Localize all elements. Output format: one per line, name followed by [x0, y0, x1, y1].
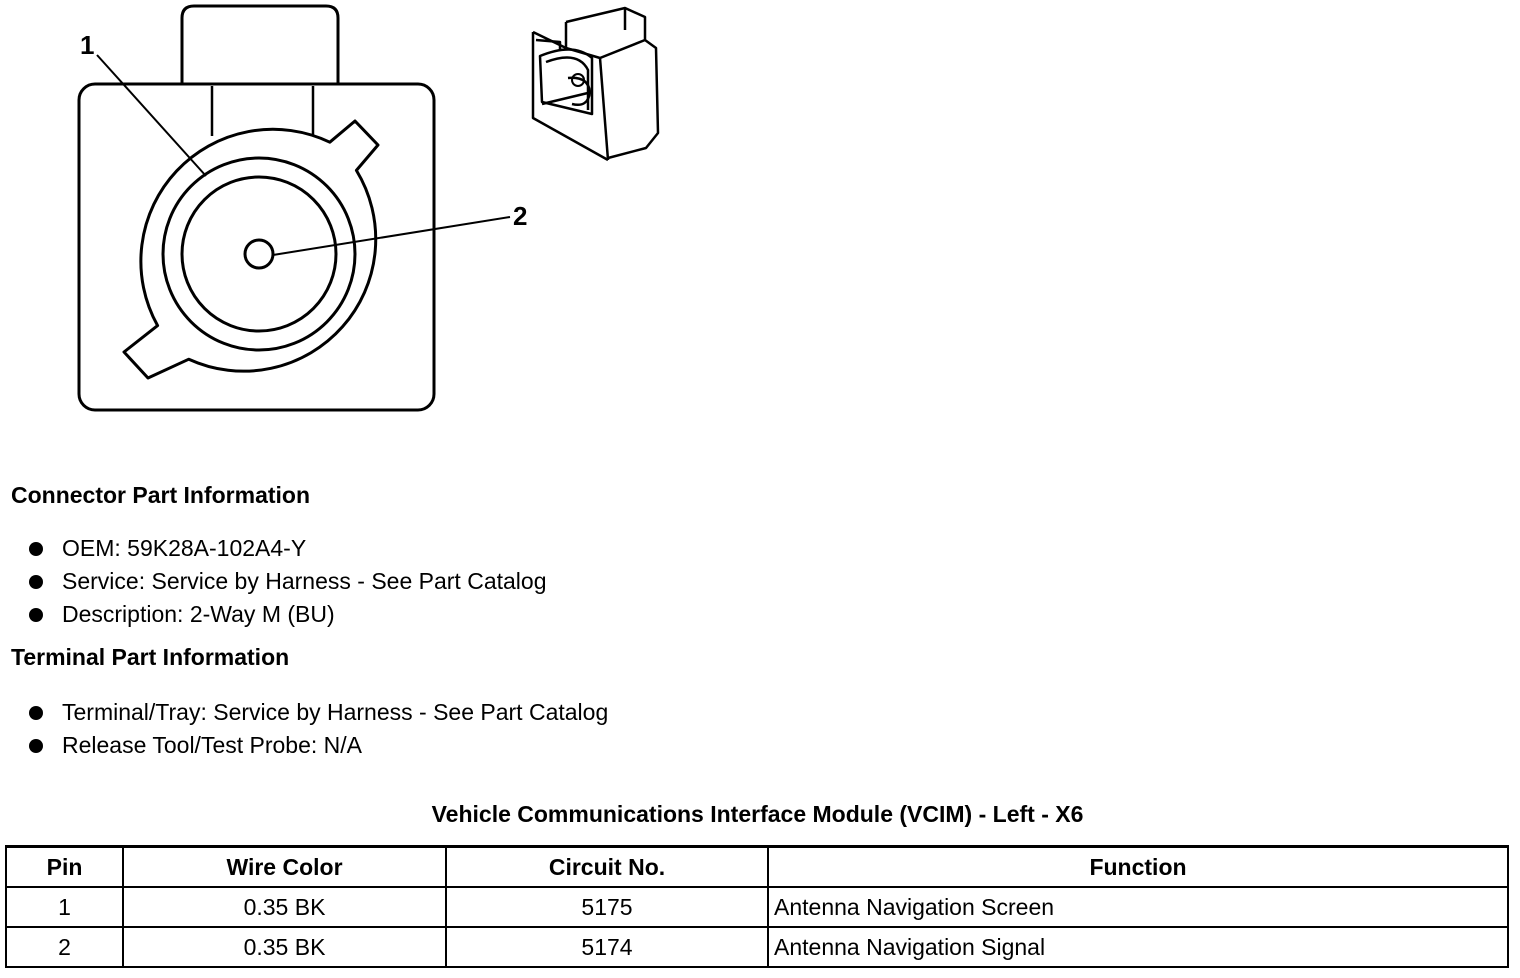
terminal-info-list: Terminal/Tray: Service by Harness - See …	[28, 696, 608, 762]
table-header-row: Pin Wire Color Circuit No. Function	[5, 845, 1509, 888]
connector-face-diagram: 1 2	[77, 4, 660, 412]
table-row: 1 0.35 BK 5175 Antenna Navigation Screen	[5, 886, 1509, 928]
cell-function: Antenna Navigation Signal	[767, 926, 1509, 968]
connector-lock-tab	[180, 4, 340, 84]
keyed-outer-ring	[122, 119, 380, 380]
list-item: Release Tool/Test Probe: N/A	[28, 729, 608, 762]
pinout-table: Pin Wire Color Circuit No. Function 1 0.…	[5, 845, 1509, 968]
callout-1-leader	[96, 54, 207, 177]
callout-2-leader	[272, 216, 511, 256]
callout-1-label: 1	[80, 30, 94, 60]
bullet-icon	[29, 706, 43, 720]
cell-pin: 1	[5, 886, 124, 928]
table-title: Vehicle Communications Interface Module …	[431, 801, 1084, 827]
column-header-wire-color: Wire Color	[122, 845, 447, 888]
connector-body	[77, 82, 436, 412]
column-header-pin: Pin	[5, 845, 124, 888]
terminal-2-pin	[243, 238, 275, 270]
bullet-icon	[29, 608, 43, 622]
cell-wire-color: 0.35 BK	[122, 926, 447, 968]
list-item: Terminal/Tray: Service by Harness - See …	[28, 696, 608, 729]
cell-pin: 2	[5, 926, 124, 968]
cell-function: Antenna Navigation Screen	[767, 886, 1509, 928]
terminal-info-heading: Terminal Part Information	[11, 644, 290, 670]
terminal-ring-1	[161, 156, 357, 352]
column-header-function: Function	[767, 845, 1509, 888]
connector-info-list: OEM: 59K28A-102A4-Y Service: Service by …	[28, 532, 546, 631]
list-item: Description: 2-Way M (BU)	[28, 598, 546, 631]
callout-2-label: 2	[513, 201, 527, 231]
cell-circuit-no: 5175	[445, 886, 769, 928]
connector-isometric-view	[531, 6, 660, 162]
bullet-icon	[29, 739, 43, 753]
cell-circuit-no: 5174	[445, 926, 769, 968]
bullet-icon	[29, 542, 43, 556]
cell-wire-color: 0.35 BK	[122, 886, 447, 928]
list-item: Service: Service by Harness - See Part C…	[28, 565, 546, 598]
list-item: OEM: 59K28A-102A4-Y	[28, 532, 546, 565]
terminal-ring-outer-shield	[180, 175, 338, 333]
bullet-icon	[29, 575, 43, 589]
table-row: 2 0.35 BK 5174 Antenna Navigation Signal	[5, 926, 1509, 968]
column-header-circuit-no: Circuit No.	[445, 845, 769, 888]
connector-info-heading: Connector Part Information	[11, 482, 311, 508]
